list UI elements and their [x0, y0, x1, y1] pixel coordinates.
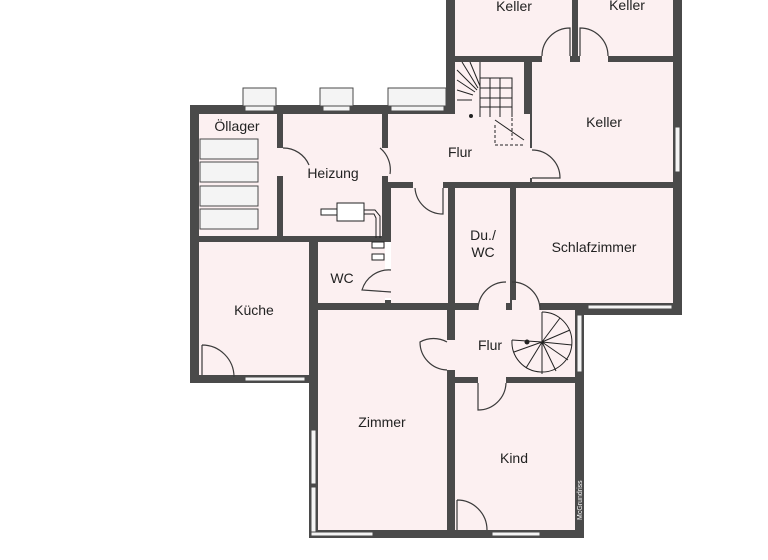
label-du-wc-2: WC [471, 244, 494, 260]
oil-tank [199, 185, 259, 207]
boiler [320, 202, 385, 261]
room-corridor [391, 188, 448, 303]
room-schlafzimmer [516, 188, 673, 303]
label-kind: Kind [500, 450, 528, 466]
label-wc: WC [330, 270, 353, 286]
label-keller-right: Keller [586, 114, 622, 130]
room-keller-top-right [578, 0, 673, 56]
doors [201, 27, 609, 531]
fixtures [199, 61, 573, 374]
label-zimmer: Zimmer [358, 414, 406, 430]
room-wc [318, 242, 385, 303]
label-schlafzimmer: Schlafzimmer [552, 239, 637, 255]
staircase-upper [456, 61, 525, 146]
room-labels: Keller Keller Keller Öllager Heizung Flu… [214, 0, 645, 466]
label-kueche: Küche [234, 302, 274, 318]
oil-tank [199, 208, 259, 230]
label-flur-upper: Flur [448, 144, 472, 160]
watermark: McGrundriss [577, 480, 584, 520]
oil-tank [199, 138, 259, 160]
room-heizung [283, 114, 382, 236]
label-oellager: Öllager [214, 117, 259, 134]
oil-tank [199, 161, 259, 183]
label-du-wc-1: Du./ [470, 227, 496, 243]
label-flur-lower: Flur [478, 337, 502, 353]
rooms [199, 0, 673, 530]
spiral-staircase [511, 311, 573, 374]
room-zimmer [318, 310, 447, 530]
room-keller-top-left [455, 0, 572, 56]
room-flur-upper [388, 114, 530, 182]
label-keller-top-right: Keller [609, 0, 645, 13]
windows [242, 87, 681, 537]
label-heizung: Heizung [307, 165, 358, 181]
room-kueche [199, 242, 309, 375]
room-du-wc [455, 188, 510, 303]
label-keller-top-left: Keller [496, 0, 532, 14]
